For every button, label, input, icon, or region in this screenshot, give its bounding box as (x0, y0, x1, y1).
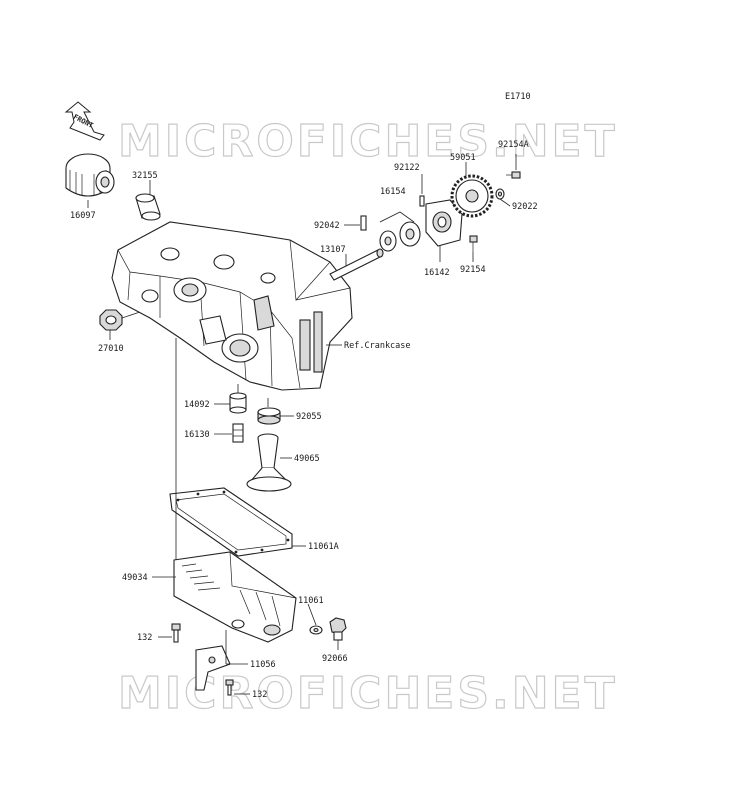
part-label-49065[interactable]: 49065 (294, 454, 320, 464)
part-label-32155[interactable]: 32155 (132, 171, 158, 181)
bracket-bolt-part[interactable] (225, 679, 234, 696)
part-label-16097[interactable]: 16097 (70, 211, 96, 221)
shaft-part[interactable] (329, 248, 384, 281)
crankcase-illustration (111, 221, 353, 391)
part-label-11056[interactable]: 11056 (250, 660, 276, 670)
part-label-16154[interactable]: 16154 (380, 187, 406, 197)
oil-pan-part[interactable] (173, 551, 297, 643)
pan-bolt-part[interactable] (171, 623, 181, 643)
part-label-92066[interactable]: 92066 (322, 654, 348, 664)
part-label-92154[interactable]: 92154 (460, 265, 486, 275)
part-label-27010[interactable]: 27010 (98, 344, 124, 354)
pin-part[interactable] (360, 215, 367, 231)
part-label-92055[interactable]: 92055 (296, 412, 322, 422)
washer-part[interactable] (495, 188, 505, 200)
o-ring-part[interactable] (257, 407, 281, 425)
oil-screen-part[interactable] (246, 433, 292, 492)
fitting-part[interactable] (135, 193, 161, 221)
part-label-92022[interactable]: 92022 (512, 202, 538, 212)
part-label-59051[interactable]: 59051 (450, 153, 476, 163)
bracket-part[interactable] (195, 645, 231, 691)
relief-valve-part[interactable] (232, 423, 244, 443)
part-label-16142[interactable]: 16142 (424, 268, 450, 278)
watermark-bottom: MICROFICHES.NET (118, 668, 618, 719)
drain-plug-part[interactable] (99, 309, 123, 331)
bolt-part[interactable] (506, 171, 521, 179)
part-label-11061A[interactable]: 11061A (308, 542, 339, 552)
part-label-13107[interactable]: 13107 (320, 245, 346, 255)
part-label-11061[interactable]: 11061 (298, 596, 324, 606)
part-label-92042[interactable]: 92042 (314, 221, 340, 231)
bolt-part-2[interactable] (469, 235, 478, 252)
reference-crankcase-label[interactable]: Ref.Crankcase (344, 341, 411, 351)
collar-part[interactable] (229, 392, 247, 414)
sealing-washer-part[interactable] (309, 625, 323, 635)
drain-bolt-part[interactable] (329, 617, 347, 641)
part-label-16130[interactable]: 16130 (184, 430, 210, 440)
part-label-49034[interactable]: 49034 (122, 573, 148, 583)
watermark-top: MICROFICHES.NET (118, 116, 618, 167)
part-label-132-bottom[interactable]: 132 (252, 690, 267, 700)
part-label-14092[interactable]: 14092 (184, 400, 210, 410)
part-label-132-left[interactable]: 132 (137, 633, 152, 643)
diagram-code: E1710 (505, 92, 531, 102)
part-label-92154A[interactable]: 92154A (498, 140, 529, 150)
gasket-part[interactable] (169, 487, 293, 557)
small-pin-part[interactable] (419, 195, 425, 207)
part-label-92122[interactable]: 92122 (394, 163, 420, 173)
oil-filter-part[interactable] (65, 153, 115, 197)
rotor-part[interactable] (379, 221, 421, 252)
front-arrow-icon: FRONT (64, 101, 105, 141)
gear-part[interactable] (450, 174, 494, 218)
pump-body-part[interactable] (425, 199, 463, 247)
